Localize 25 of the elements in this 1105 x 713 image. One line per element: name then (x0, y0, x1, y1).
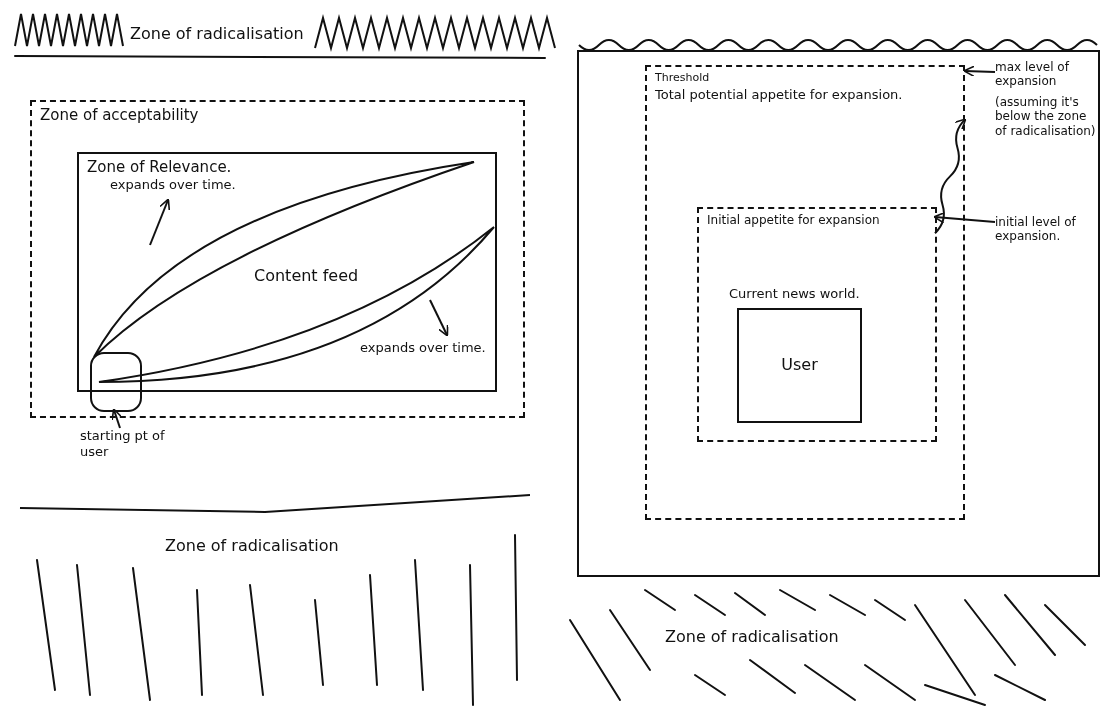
callout-text: (assuming it's below the zone of radicalisation) (995, 95, 1097, 139)
leader-arrow (963, 65, 996, 78)
callout-text: initial level of expansion. (995, 215, 1077, 244)
annotation-text: expands over time. (110, 177, 236, 193)
heading-text: Current news world. (729, 286, 860, 302)
callout-text: max level of expansion (995, 60, 1071, 89)
callout-text: starting pt of user (80, 428, 166, 460)
zone-label: Initial appetite for expansion (707, 213, 880, 228)
feed-label: Content feed (254, 266, 359, 286)
zone-label: Zone of Relevance. (87, 158, 232, 176)
dashed-zone-box (645, 65, 965, 520)
zone-label: Threshold (655, 71, 710, 85)
zone-label: Total potential appetite for expansion. (655, 87, 903, 103)
annotation-text: expands over time. (360, 340, 486, 356)
curly-arrow (934, 118, 967, 235)
dashed-zone-box (697, 207, 937, 442)
dashed-zone-box (30, 100, 525, 418)
leader-arrow (933, 211, 996, 224)
box-label: User (780, 355, 819, 375)
zone-label: Zone of acceptability (40, 106, 199, 124)
zone-label: Zone of radicalisation (130, 24, 304, 44)
starting-point-box (90, 352, 142, 412)
leader-arrow (111, 408, 123, 429)
zone-label: Zone of radicalisation (165, 536, 339, 556)
zone-label: Zone of radicalisation (665, 627, 839, 647)
